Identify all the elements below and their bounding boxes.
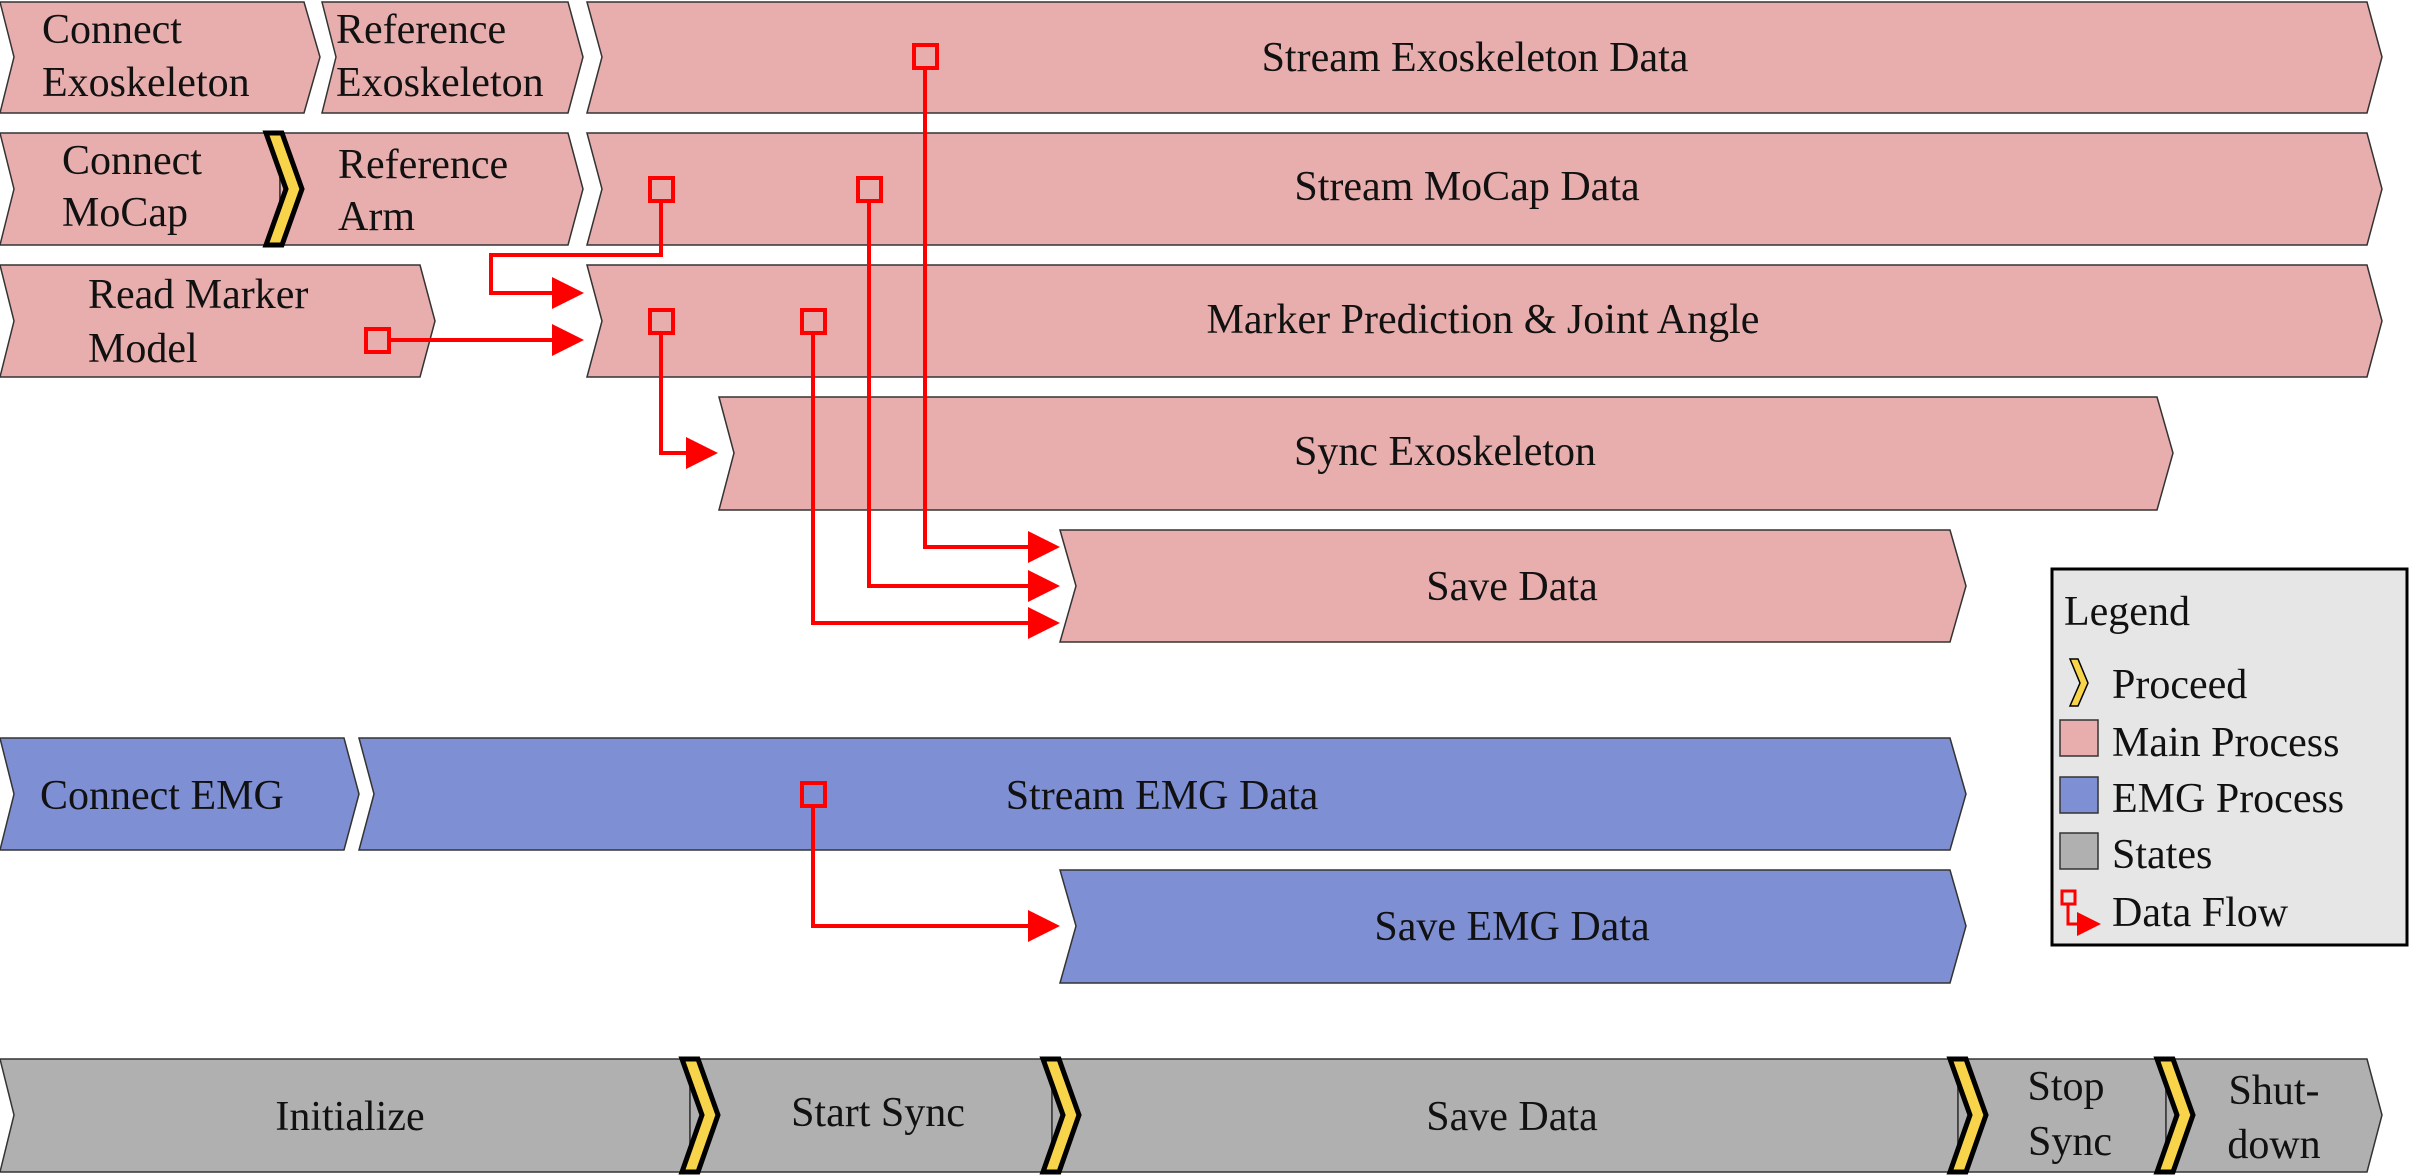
data-flow-mocap-to-save: [867, 201, 1060, 602]
save-emg-data-label: Save EMG Data: [1374, 904, 1650, 950]
marker-prediction-joint-angle-step: Marker Prediction & Joint Angle: [586, 264, 2383, 378]
connect-emg-label: Connect EMG: [40, 773, 284, 819]
proceed-marker-shutdown: [2153, 1056, 2196, 1175]
save-emg-data-step: Save EMG Data: [1059, 869, 1967, 984]
read-marker-model-label-line1: Read Marker: [88, 272, 308, 318]
states-swatch: [2059, 832, 2099, 870]
reference-exoskeleton-label-line1: Reference: [336, 7, 506, 53]
state-shutdown-label-line2: down: [2227, 1122, 2320, 1168]
data-flow-prediction-to-sync: [659, 333, 718, 469]
connect-mocap-label-line1: Connect: [62, 138, 202, 184]
connect-mocap-label-line2: MoCap: [62, 190, 188, 236]
stream-emg-data-label: Stream EMG Data: [1006, 773, 1319, 819]
legend-item-emg-process: EMG Process: [2112, 776, 2344, 822]
proceed-chevron-icon: [2068, 658, 2089, 707]
reference-arm-label-line2: Arm: [338, 194, 415, 240]
stream-mocap-data-label: Stream MoCap Data: [1294, 164, 1640, 210]
sync-exoskeleton-label: Sync Exoskeleton: [1294, 429, 1596, 475]
state-save-data-label: Save Data: [1426, 1094, 1598, 1140]
proceed-marker-stop-sync: [1946, 1056, 1989, 1175]
connect-exoskeleton-step: Connect Exoskeleton: [0, 1, 321, 114]
stream-emg-data-step: Stream EMG Data: [358, 737, 1967, 851]
proceed-marker-start-sync: [678, 1056, 721, 1175]
save-data-step: Save Data: [1059, 529, 1967, 643]
stream-exoskeleton-data-label: Stream Exoskeleton Data: [1262, 35, 1689, 81]
data-flow-mocap-to-prediction: [489, 201, 663, 309]
reference-arm-label-line1: Reference: [338, 142, 508, 188]
legend-title: Legend: [2064, 589, 2190, 635]
state-stop-sync-label-line2: Sync: [2028, 1119, 2112, 1165]
state-start-sync-label: Start Sync: [791, 1090, 965, 1136]
state-start-sync: Start Sync: [689, 1058, 1053, 1173]
state-initialize-label: Initialize: [275, 1094, 424, 1140]
read-marker-model-label-line2: Model: [88, 326, 198, 372]
connect-exoskeleton-label-line1: Connect: [42, 7, 182, 53]
data-flow-exo-to-save: [923, 68, 1060, 563]
marker-prediction-joint-angle-label: Marker Prediction & Joint Angle: [1207, 297, 1760, 343]
main-process-swatch: [2059, 719, 2099, 757]
data-flow-prediction-to-save: [811, 333, 1060, 639]
state-stop-sync: Stop Sync: [1957, 1058, 2167, 1173]
data-flow-icon: [2060, 889, 2101, 936]
sync-exoskeleton-step: Sync Exoskeleton: [718, 396, 2174, 511]
state-stop-sync-label-line1: Stop: [2027, 1064, 2104, 1110]
stream-mocap-data-step: Stream MoCap Data: [586, 132, 2383, 246]
save-data-label: Save Data: [1426, 564, 1598, 610]
legend-item-main-process: Main Process: [2112, 720, 2339, 766]
state-shutdown: Shut- down: [2165, 1058, 2383, 1173]
reference-arm-step: Reference Arm: [279, 132, 584, 246]
legend-item-states: States: [2112, 832, 2212, 878]
legend-item-data-flow: Data Flow: [2112, 890, 2289, 936]
data-flow-emg-to-save: [811, 806, 1060, 942]
connect-emg-step: Connect EMG: [0, 737, 360, 851]
connect-exoskeleton-label-line2: Exoskeleton: [42, 60, 250, 106]
stream-exoskeleton-data-step: Stream Exoskeleton Data: [586, 1, 2383, 114]
state-save-data: Save Data: [1051, 1058, 1959, 1173]
state-shutdown-label-line1: Shut-: [2228, 1068, 2319, 1114]
reference-exoskeleton-step: Reference Exoskeleton: [321, 1, 584, 114]
proceed-marker-mocap: [262, 130, 305, 248]
reference-exoskeleton-label-line2: Exoskeleton: [336, 60, 544, 106]
state-initialize: Initialize: [0, 1058, 691, 1173]
emg-process-swatch: [2059, 776, 2099, 814]
proceed-marker-save-data: [1039, 1056, 1082, 1175]
legend-box: [2050, 567, 2409, 947]
legend: Legend Proceed Main Process EMG Process …: [2050, 567, 2409, 947]
legend-item-proceed: Proceed: [2112, 662, 2247, 708]
read-marker-model-step: Read Marker Model: [0, 264, 436, 378]
connect-mocap-step: Connect MoCap: [0, 132, 281, 246]
data-flow-connectors: [364, 43, 1060, 942]
